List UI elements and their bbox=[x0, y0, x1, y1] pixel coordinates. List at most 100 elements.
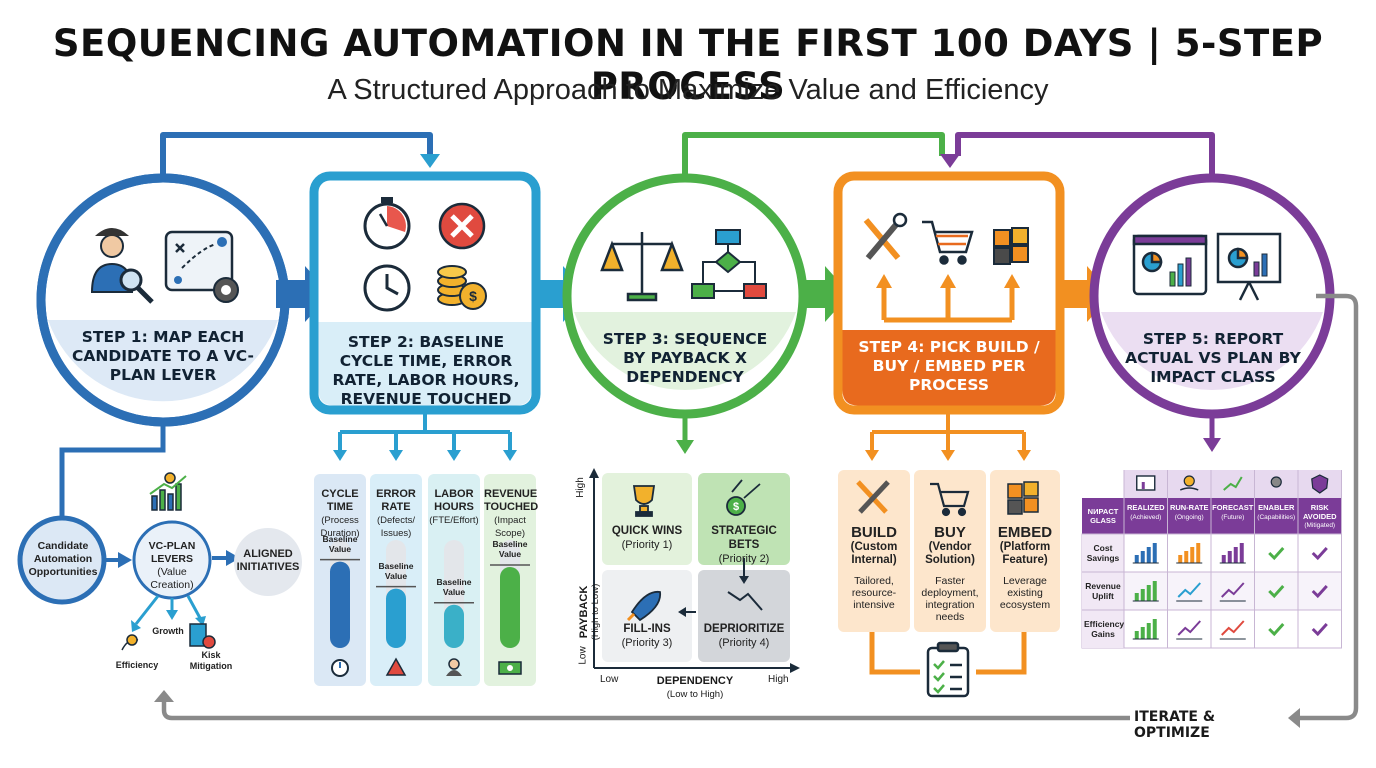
report-row-header: Revenue Uplift bbox=[1085, 581, 1121, 601]
check-icon bbox=[1268, 622, 1285, 637]
efficiency-icon bbox=[121, 634, 139, 651]
top-connector-green bbox=[682, 132, 945, 178]
step1-circle bbox=[36, 173, 290, 427]
report-header-sub: (Ongoing) bbox=[1174, 513, 1204, 521]
trophy-icon bbox=[632, 485, 656, 517]
mini-chart-icon bbox=[1176, 620, 1203, 640]
mini-chart-icon bbox=[1132, 581, 1159, 602]
quadrant-quick-wins: QUICK WINS(Priority 1) bbox=[611, 525, 683, 551]
baseline-title-text: LABOR HOURS bbox=[434, 488, 474, 513]
mini-chart-icon bbox=[1176, 582, 1203, 602]
y-axis-title: PAYBACK (High to Low) bbox=[578, 583, 601, 641]
growth-label: Growth bbox=[152, 626, 184, 636]
payback-dependency-matrix: $ bbox=[589, 468, 800, 673]
x-axis-title: DEPENDENCY (Low to High) bbox=[656, 675, 734, 700]
baseline-value-label: Baseline Value bbox=[322, 533, 358, 554]
forecast-chart-icon bbox=[1223, 476, 1243, 491]
step1-lower-flow bbox=[17, 515, 302, 632]
quadrant-fill-ins: FILL-INS(Priority 3) bbox=[621, 623, 673, 649]
baseline-column-title: CYCLE TIME(Process Duration) bbox=[314, 488, 366, 540]
risk-mitigation-label: Kisk Mitigation bbox=[189, 650, 233, 671]
user-search-icon bbox=[90, 228, 154, 304]
report-column-header: REALIZED(Achieved) bbox=[1124, 503, 1168, 522]
embed-puzzle-icon bbox=[1007, 481, 1039, 515]
strategic-bets-icon: $ bbox=[726, 479, 761, 516]
top-connector-purple bbox=[955, 132, 1215, 178]
baseline-column-title: LABOR HOURS(FTE/Effort) bbox=[428, 488, 480, 527]
option-buy: BUY (Vendor Solution) Faster deployment,… bbox=[921, 524, 979, 623]
y-axis-high: High bbox=[574, 477, 586, 498]
top-arrowhead-orange bbox=[940, 154, 960, 168]
aligned-initiatives-label: ALIGNED INITIATIVES bbox=[236, 548, 300, 573]
report-header-title: RUN-RATE bbox=[1169, 503, 1209, 512]
report-corner-header: NИPACT GLASS bbox=[1087, 507, 1119, 525]
warning-icon bbox=[385, 657, 407, 676]
baseline-value-label: Baseline Value bbox=[436, 576, 472, 597]
step4-branches bbox=[870, 410, 1026, 452]
step2-branches bbox=[338, 410, 512, 452]
option-build: BUILD (Custom Internal) Tailored, resour… bbox=[850, 524, 898, 611]
report-column-header: ENABLER(Capabilities) bbox=[1255, 503, 1299, 522]
report-table bbox=[1081, 470, 1342, 649]
svg-text:$: $ bbox=[469, 288, 477, 304]
buy-cart-icon bbox=[930, 482, 970, 517]
cash-icon bbox=[498, 661, 522, 675]
option-cards bbox=[838, 470, 1060, 632]
timer-icon bbox=[331, 659, 349, 677]
x-axis-high: High bbox=[768, 674, 789, 685]
stopwatch-icon bbox=[363, 197, 411, 250]
risk-building-icon bbox=[189, 623, 216, 649]
baseline-value-label: Baseline Value bbox=[378, 560, 414, 581]
baseline-title-text: REVENUE TOUCHED bbox=[484, 488, 539, 513]
growth-chart-icon bbox=[149, 472, 187, 511]
step1-label: STEP 1: MAP EACH CANDIDATE TO A VC-PLAN … bbox=[72, 328, 254, 384]
baseline-column bbox=[428, 474, 480, 686]
step1-down-connector bbox=[59, 424, 166, 522]
vc-plan-levers-label: VC-PLAN LEVERS (Value Creation) bbox=[148, 540, 196, 591]
report-icon-band bbox=[1124, 470, 1342, 498]
flowchart-icon bbox=[691, 229, 767, 299]
gear-hand-icon bbox=[1270, 476, 1282, 488]
report-header-sub: (Achieved) bbox=[1130, 513, 1162, 521]
report-header-sub: (Capabilities) bbox=[1257, 513, 1296, 521]
process-map-icon bbox=[164, 230, 239, 303]
baseline-title-text: CYCLE TIME bbox=[321, 488, 359, 513]
quadrant-deprioritize: DEPRIORITIZE(Priority 4) bbox=[703, 623, 785, 649]
check-icon bbox=[1311, 622, 1328, 637]
svg-text:$: $ bbox=[733, 501, 739, 513]
baseline-sub-text: (Impact Scope) bbox=[494, 515, 526, 539]
baseline-title-text: ERROR RATE bbox=[376, 488, 416, 513]
baseline-column bbox=[370, 474, 422, 686]
step5-label: STEP 5: REPORT ACTUAL VS PLAN BY IMPACT … bbox=[1125, 330, 1301, 386]
check-icon bbox=[1268, 584, 1285, 599]
checklist-icon bbox=[926, 641, 970, 698]
option-embed: EMBED (Platform Feature) Leverage existi… bbox=[997, 524, 1053, 611]
downtrend-icon bbox=[727, 591, 763, 611]
page-title: SEQUENCING AUTOMATION IN THE FIRST 100 D… bbox=[52, 22, 1324, 108]
cart-icon bbox=[922, 220, 974, 265]
report-header-title: RISK AVOIDED bbox=[1302, 503, 1337, 521]
report-header-title: REALIZED bbox=[1127, 503, 1165, 512]
baseline-column bbox=[484, 474, 536, 686]
presentation-icon bbox=[1216, 232, 1282, 301]
report-header-sub: (Future) bbox=[1221, 513, 1245, 521]
baseline-column-title: REVENUE TOUCHED(Impact Scope) bbox=[484, 488, 539, 540]
efficiency-label: Efficiency bbox=[115, 660, 159, 670]
mini-chart-icon bbox=[1176, 543, 1203, 564]
step4-label: STEP 4: PICK BUILD / BUY / EMBED PER PRO… bbox=[858, 338, 1040, 394]
mini-chart-icon bbox=[1132, 543, 1159, 564]
mini-chart-icon bbox=[1219, 620, 1246, 640]
rocket-icon bbox=[626, 590, 662, 622]
mini-chart-icon bbox=[1219, 543, 1246, 564]
step2-label: STEP 2: BASELINE CYCLE TIME, ERROR RATE,… bbox=[332, 333, 520, 408]
mini-chart-icon bbox=[1219, 582, 1246, 602]
step3-label: STEP 3: SEQUENCE BY PAYBACK X DEPENDENCY bbox=[602, 330, 768, 386]
shield-check-icon bbox=[1311, 474, 1329, 494]
baseline-fill bbox=[386, 588, 406, 648]
report-column-header: RISK AVOIDED(Mitigated) bbox=[1298, 503, 1342, 531]
quadrant-strategic-bets: STRATEGIC BETS(Priority 2) bbox=[711, 525, 777, 565]
iterate-loop-line bbox=[161, 293, 1359, 721]
dashboard-icon bbox=[1132, 234, 1208, 296]
report-column-header: FORECAST(Future) bbox=[1211, 503, 1255, 522]
